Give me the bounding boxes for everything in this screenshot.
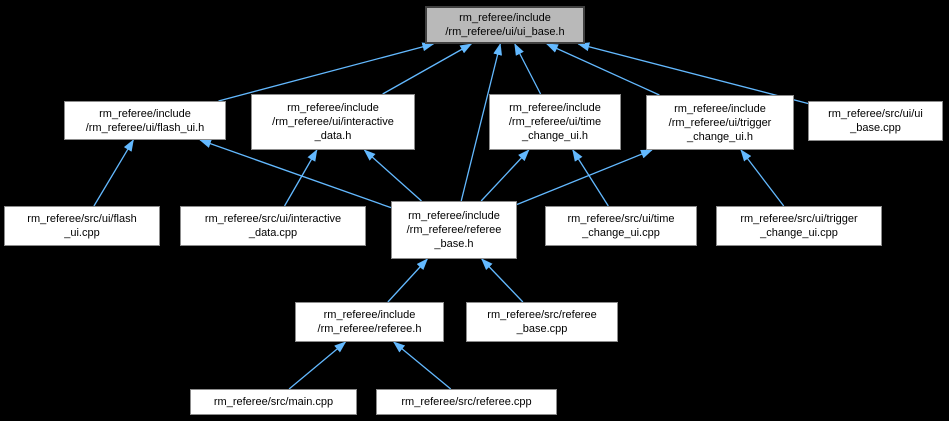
dependency-edge <box>218 42 435 102</box>
graph-node-referee-base-h[interactable]: rm_referee/include /rm_referee/referee _… <box>391 201 517 259</box>
node-label: rm_referee/include /rm_referee/ui/time _… <box>508 102 602 142</box>
dependency-edge <box>288 341 347 390</box>
dependency-edge <box>572 149 609 207</box>
node-label: rm_referee/include /rm_referee/referee.h <box>317 309 422 335</box>
graph-node-trigger-change-ui-cpp[interactable]: rm_referee/src/ui/trigger _change_ui.cpp <box>716 206 882 246</box>
node-label: rm_referee/src/main.cpp <box>213 396 334 408</box>
graph-node-time-change-ui-h[interactable]: rm_referee/include /rm_referee/ui/time _… <box>489 94 621 150</box>
graph-node-ui-base-h[interactable]: rm_referee/include /rm_referee/ui/ui_bas… <box>425 6 585 44</box>
node-label: rm_referee/src/ui/trigger _change_ui.cpp <box>740 213 858 239</box>
dependency-edge <box>516 149 653 206</box>
dependency-edge <box>382 43 473 95</box>
dependency-edge <box>460 43 502 202</box>
graph-node-time-change-ui-cpp[interactable]: rm_referee/src/ui/time _change_ui.cpp <box>545 206 697 246</box>
dependency-edge <box>514 43 542 95</box>
graph-node-interactive-data-h[interactable]: rm_referee/include /rm_referee/ui/intera… <box>251 94 415 150</box>
graph-node-trigger-change-ui-h[interactable]: rm_referee/include /rm_referee/ui/trigge… <box>646 95 794 150</box>
dependency-edge <box>363 149 422 202</box>
dependency-edge <box>392 341 452 390</box>
node-label: rm_referee/include /rm_referee/ui/trigge… <box>668 102 772 143</box>
graph-node-flash-ui-cpp[interactable]: rm_referee/src/ui/flash _ui.cpp <box>4 206 160 246</box>
graph-node-interactive-data-cpp[interactable]: rm_referee/src/ui/interactive _data.cpp <box>180 206 366 246</box>
graph-node-referee-h[interactable]: rm_referee/include /rm_referee/referee.h <box>295 302 444 342</box>
node-label: rm_referee/src/ui/time _change_ui.cpp <box>567 213 675 239</box>
dependency-edge <box>283 149 318 207</box>
dependency-edge <box>545 43 660 96</box>
dependency-edge <box>199 139 392 209</box>
node-label: rm_referee/src/ui/flash _ui.cpp <box>27 213 137 239</box>
dependency-edge <box>577 42 809 105</box>
node-label: rm_referee/include /rm_referee/referee _… <box>406 210 502 250</box>
graph-node-referee-cpp[interactable]: rm_referee/src/referee.cpp <box>376 389 557 415</box>
node-label: rm_referee/src/referee.cpp <box>401 396 532 408</box>
graph-node-ui-base-cpp[interactable]: rm_referee/src/ui/ui _base.cpp <box>808 101 943 141</box>
node-label: rm_referee/src/ui/interactive _data.cpp <box>204 213 342 239</box>
dependency-edge <box>93 139 134 207</box>
node-label: rm_referee/src/ui/ui _base.cpp <box>828 108 923 134</box>
graph-node-main-cpp[interactable]: rm_referee/src/main.cpp <box>190 389 357 415</box>
dependency-edge <box>480 149 530 202</box>
node-label: rm_referee/include /rm_referee/ui/intera… <box>272 102 394 142</box>
node-label: rm_referee/include /rm_referee/ui/flash_… <box>85 107 205 134</box>
dependency-edge <box>481 258 524 303</box>
node-label: rm_referee/include /rm_referee/ui/ui_bas… <box>445 12 565 38</box>
graph-node-flash-ui-h[interactable]: rm_referee/include /rm_referee/ui/flash_… <box>64 101 226 140</box>
graph-node-referee-base-cpp[interactable]: rm_referee/src/referee _base.cpp <box>466 302 618 342</box>
dependency-edge <box>740 149 785 207</box>
dependency-edge <box>387 258 429 303</box>
node-label: rm_referee/src/referee _base.cpp <box>487 309 597 335</box>
